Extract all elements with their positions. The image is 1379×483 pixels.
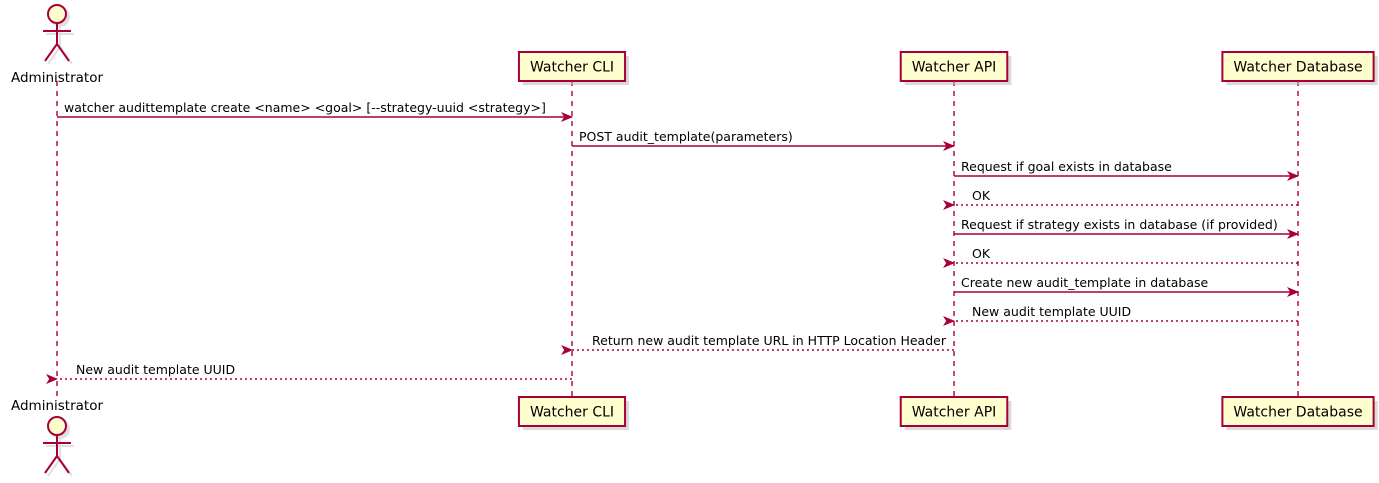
messages-group: watcher audittemplate create <name> <goa…: [46, 100, 1299, 384]
participant-box-watcher-api-top[interactable]: [899, 51, 1009, 82]
participant-box-watcher-database-top[interactable]: [1221, 51, 1375, 82]
participant-box-watcher-database-bottom[interactable]: [1221, 396, 1375, 427]
participant-box-watcher-cli-top[interactable]: [517, 51, 627, 82]
lifelines-group: [56, 81, 1299, 397]
message-10[interactable]: New audit template UUID: [46, 362, 572, 384]
participant-label-watcher-api: Watcher API: [912, 405, 997, 421]
actor-label-administrator-top: Administrator: [11, 70, 103, 86]
message-6[interactable]: OK: [943, 246, 1298, 268]
message-label-8: New audit template UUID: [972, 304, 1131, 319]
participant-box-watcher-api-bottom[interactable]: [899, 396, 1009, 427]
actor-figure-administrator-bottom[interactable]: [43, 416, 71, 474]
message-4[interactable]: OK: [943, 188, 1298, 210]
message-label-6: OK: [972, 246, 991, 261]
participant-label-watcher-cli: Watcher CLI: [530, 405, 614, 421]
message-9[interactable]: Return new audit template URL in HTTP Lo…: [561, 333, 954, 355]
message-label-2: POST audit_template(parameters): [579, 129, 793, 144]
message-7[interactable]: Create new audit_template in database: [954, 275, 1299, 297]
participant-boxes-group: Watcher CLI Watcher CLI Watcher API Watcher…: [517, 51, 1378, 430]
message-label-7: Create new audit_template in database: [961, 275, 1208, 290]
message-2[interactable]: POST audit_template(parameters): [572, 129, 955, 151]
message-8[interactable]: New audit template UUID: [943, 304, 1298, 326]
actor-figure-administrator-top[interactable]: [43, 4, 71, 62]
message-label-4: OK: [972, 188, 991, 203]
participant-label-watcher-database: Watcher Database: [1233, 405, 1362, 421]
message-label-5: Request if strategy exists in database (…: [961, 217, 1278, 232]
message-label-3: Request if goal exists in database: [961, 159, 1172, 174]
participant-box-watcher-cli-bottom[interactable]: [517, 396, 627, 427]
message-label-1: watcher audittemplate create <name> <goa…: [64, 100, 546, 115]
message-5[interactable]: Request if strategy exists in database (…: [954, 217, 1299, 239]
message-label-10: New audit template UUID: [76, 362, 235, 377]
actor-label-administrator-bottom: Administrator: [11, 398, 103, 414]
participant-label-watcher-database: Watcher Database: [1233, 60, 1362, 76]
participant-label-watcher-api: Watcher API: [912, 60, 997, 76]
message-label-9: Return new audit template URL in HTTP Lo…: [592, 333, 947, 348]
participant-label-watcher-cli: Watcher CLI: [530, 60, 614, 76]
message-1[interactable]: watcher audittemplate create <name> <goa…: [57, 100, 573, 122]
message-3[interactable]: Request if goal exists in database: [954, 159, 1299, 181]
